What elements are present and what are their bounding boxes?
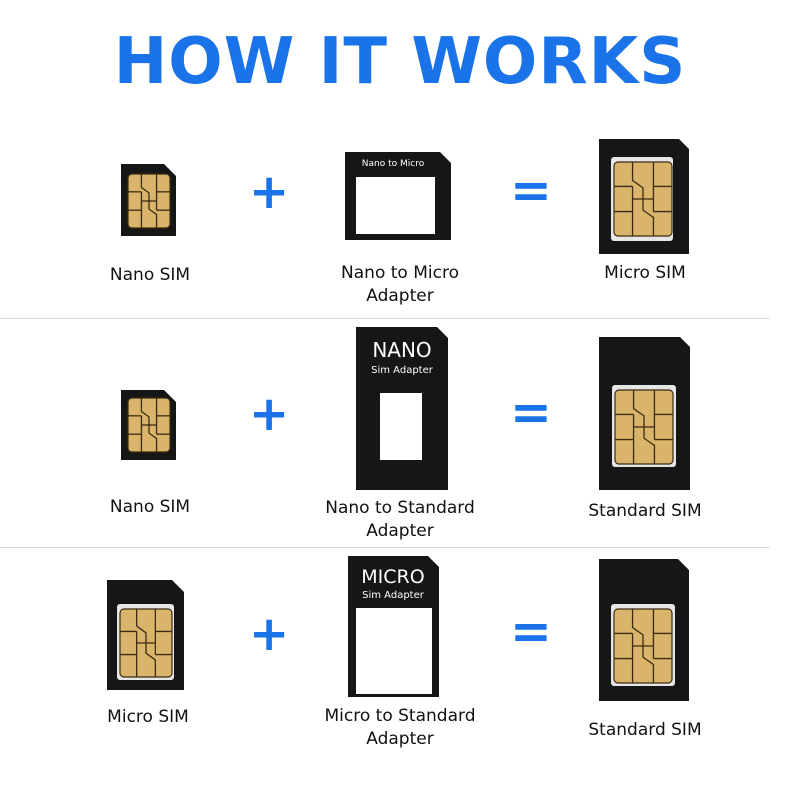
adapter-subtitle: Sim Adapter [371, 365, 434, 376]
caption-adapter-row1: Nano to Micro Adapter [341, 263, 459, 306]
page-title: HOW IT WORKS [113, 25, 687, 99]
sim-chip-icon [127, 397, 171, 453]
plus-sign-row2: + [249, 386, 290, 442]
caption-input-row3: Micro SIM [107, 707, 189, 727]
equals-sign-row3: = [510, 602, 552, 660]
nano-to-standard-adapter: NANO Sim Adapter [356, 327, 448, 490]
caption-result-row1: Micro SIM [604, 263, 686, 283]
caption-input-row2: Nano SIM [109, 497, 191, 517]
caption-result-row2: Standard SIM [588, 501, 702, 521]
equals-sign-row1: = [510, 161, 552, 219]
sim-chip-icon [613, 608, 673, 684]
adapter-label: Nano to Micro [362, 159, 425, 169]
sim-chip-icon [119, 608, 173, 678]
plus-sign-row3: + [249, 606, 290, 662]
micro-sim-card-row1 [599, 139, 689, 254]
equals-sign-row2: = [510, 383, 552, 441]
row-divider-1 [0, 318, 770, 319]
adapter-title: NANO [372, 338, 431, 362]
adapter-subtitle: Sim Adapter [362, 590, 425, 601]
nano-sim-card-row1 [121, 164, 176, 236]
plus-sign-row1: + [249, 164, 290, 220]
caption-adapter-row3: Micro to Standard Adapter [324, 706, 476, 749]
micro-to-standard-adapter: MICRO Sim Adapter [348, 556, 439, 697]
caption-input-row1: Nano SIM [109, 265, 191, 285]
sim-chip-icon [614, 389, 674, 465]
caption-result-row3: Standard SIM [588, 720, 702, 740]
nano-to-micro-adapter: Nano to Micro [345, 152, 451, 240]
sim-chip-icon [613, 161, 673, 237]
sim-chip-icon [127, 173, 171, 229]
row-divider-2 [0, 547, 770, 548]
micro-sim-card-row3 [107, 580, 184, 690]
caption-adapter-row2: Nano to Standard Adapter [325, 498, 475, 541]
standard-sim-card-row2 [599, 337, 690, 490]
adapter-title: MICRO [361, 566, 424, 588]
standard-sim-card-row3 [599, 559, 689, 701]
nano-sim-card-row2 [121, 390, 176, 460]
